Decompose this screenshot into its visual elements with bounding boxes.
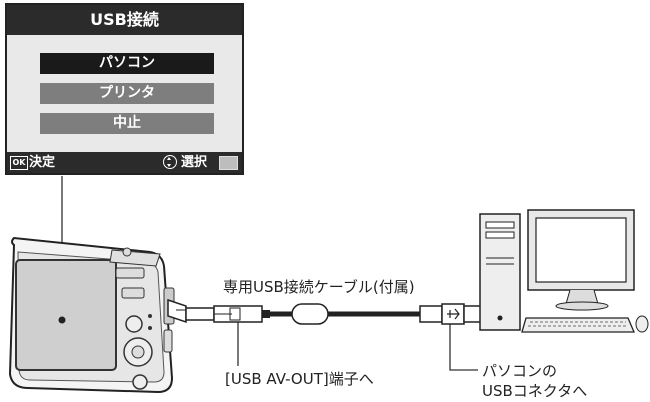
camera-plug bbox=[167, 298, 270, 324]
pc-tower bbox=[479, 213, 521, 331]
pc-port-leader-line bbox=[449, 322, 478, 371]
camera-screen bbox=[15, 259, 117, 371]
camera bbox=[8, 236, 175, 394]
usb-cable bbox=[270, 303, 420, 325]
menu-footer: OK 決定 選択 bbox=[7, 152, 242, 173]
menu-title: USB接続 bbox=[7, 5, 242, 35]
desktop-computer bbox=[479, 209, 649, 333]
pc-connector-label-line1: パソコンの bbox=[482, 362, 558, 380]
usb-connect-menu: USB接続 パソコン プリンタ 中止 OK 決定 選択 bbox=[5, 3, 244, 175]
camera-port-label: [USB AV-OUT]端子へ bbox=[225, 370, 374, 388]
cable-label: 専用USB接続ケーブル(付属) bbox=[223, 278, 415, 296]
select-indicator bbox=[219, 156, 238, 170]
menu-item-printer[interactable]: プリンタ bbox=[40, 83, 214, 104]
pc-keyboard bbox=[521, 317, 635, 333]
pc-connector-label-line2: USBコネクタへ bbox=[482, 382, 588, 400]
ferrite-core bbox=[291, 303, 329, 325]
pc-plug bbox=[419, 303, 491, 325]
menu-item-pc[interactable]: パソコン bbox=[40, 53, 214, 74]
select-dial-icon bbox=[163, 155, 177, 169]
ok-label: 決定 bbox=[29, 155, 56, 170]
menu-item-cancel[interactable]: 中止 bbox=[40, 113, 214, 134]
pc-mouse bbox=[635, 315, 649, 333]
ok-icon: OK bbox=[10, 156, 28, 170]
select-label: 選択 bbox=[181, 155, 208, 170]
